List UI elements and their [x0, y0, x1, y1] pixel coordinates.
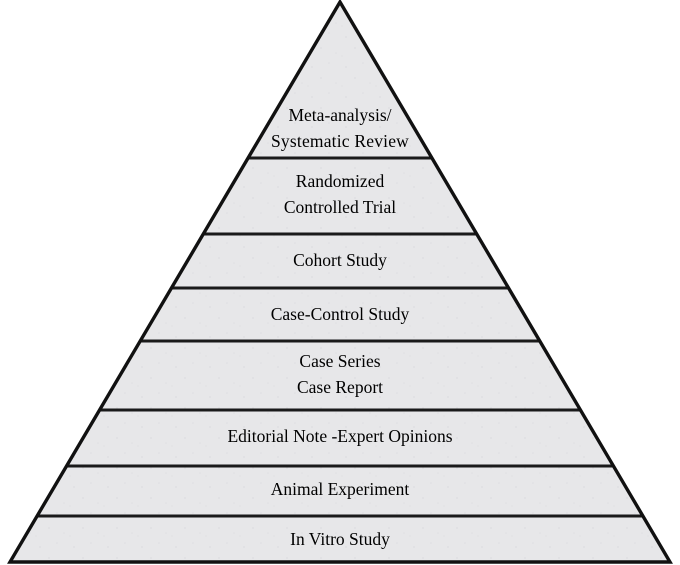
pyramid-body	[10, 2, 670, 562]
tier-5-label-group: Case Series Case Report	[297, 351, 383, 397]
tier-3-label-line-1: Cohort Study	[293, 250, 387, 270]
tier-4-label-line-1: Case-Control Study	[271, 304, 410, 324]
tier-4-label-group: Case-Control Study	[271, 304, 410, 324]
tier-5-label-line-1: Case Series	[299, 351, 380, 371]
tier-5-label-line-2: Case Report	[297, 377, 383, 397]
tier-2-label-line-2: Controlled Trial	[284, 197, 396, 217]
tier-6-label-group: Editorial Note -Expert Opinions	[227, 426, 452, 446]
tier-7-label-group: Animal Experiment	[271, 479, 410, 499]
tier-2-label-line-1: Randomized	[296, 171, 385, 191]
tier-3-label-group: Cohort Study	[293, 250, 387, 270]
tier-2-label-group: Randomized Controlled Trial	[284, 171, 396, 217]
tier-8-label-group: In Vitro Study	[290, 529, 390, 549]
tier-7-label-line-1: Animal Experiment	[271, 479, 410, 499]
tier-1-label-line-1: Meta-analysis/	[288, 105, 391, 125]
pyramid-outline	[7, 0, 673, 564]
tier-8-label-line-1: In Vitro Study	[290, 529, 390, 549]
tier-1-label-line-2: Systematic Review	[271, 131, 409, 151]
tier-1-label-group: Meta-analysis/ Systematic Review	[271, 105, 409, 151]
tier-6-label-line-1: Editorial Note -Expert Opinions	[227, 426, 452, 446]
